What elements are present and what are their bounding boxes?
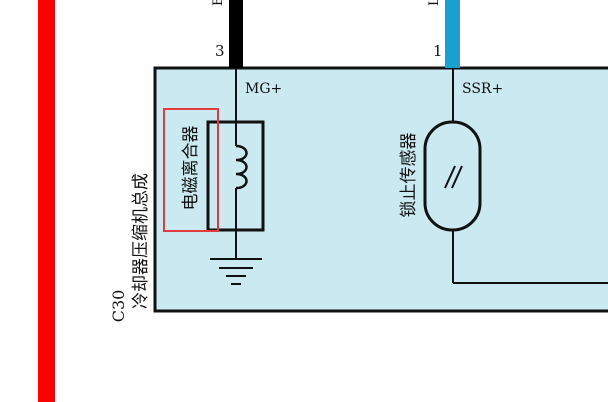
power-wire bbox=[38, 0, 55, 402]
compressor-assembly-box bbox=[153, 66, 608, 313]
clutch-name-highlight bbox=[163, 108, 219, 232]
ground-icon bbox=[210, 258, 262, 285]
clutch-pin-number: 3 bbox=[215, 42, 225, 60]
coil-icon bbox=[235, 122, 248, 230]
switch-icon bbox=[444, 165, 463, 189]
sensor-pin-label: SSR+ bbox=[462, 81, 503, 97]
sensor-wire bbox=[445, 0, 460, 68]
sensor-circuit bbox=[423, 68, 608, 284]
clutch-name: 电磁离合器 bbox=[181, 126, 201, 211]
sensor-name: 锁止传感器 bbox=[399, 133, 419, 218]
component-code: C30 bbox=[109, 290, 128, 323]
clutch-wire-color-code: B bbox=[211, 0, 226, 6]
sensor-pin-number: 1 bbox=[433, 42, 443, 60]
sensor-wire-color-code: L bbox=[427, 0, 442, 6]
clutch-circuit bbox=[206, 68, 265, 285]
clutch-wire bbox=[229, 0, 243, 68]
component-name: 冷却器压缩机总成 bbox=[131, 173, 151, 309]
clutch-pin-label: MG+ bbox=[245, 81, 282, 97]
